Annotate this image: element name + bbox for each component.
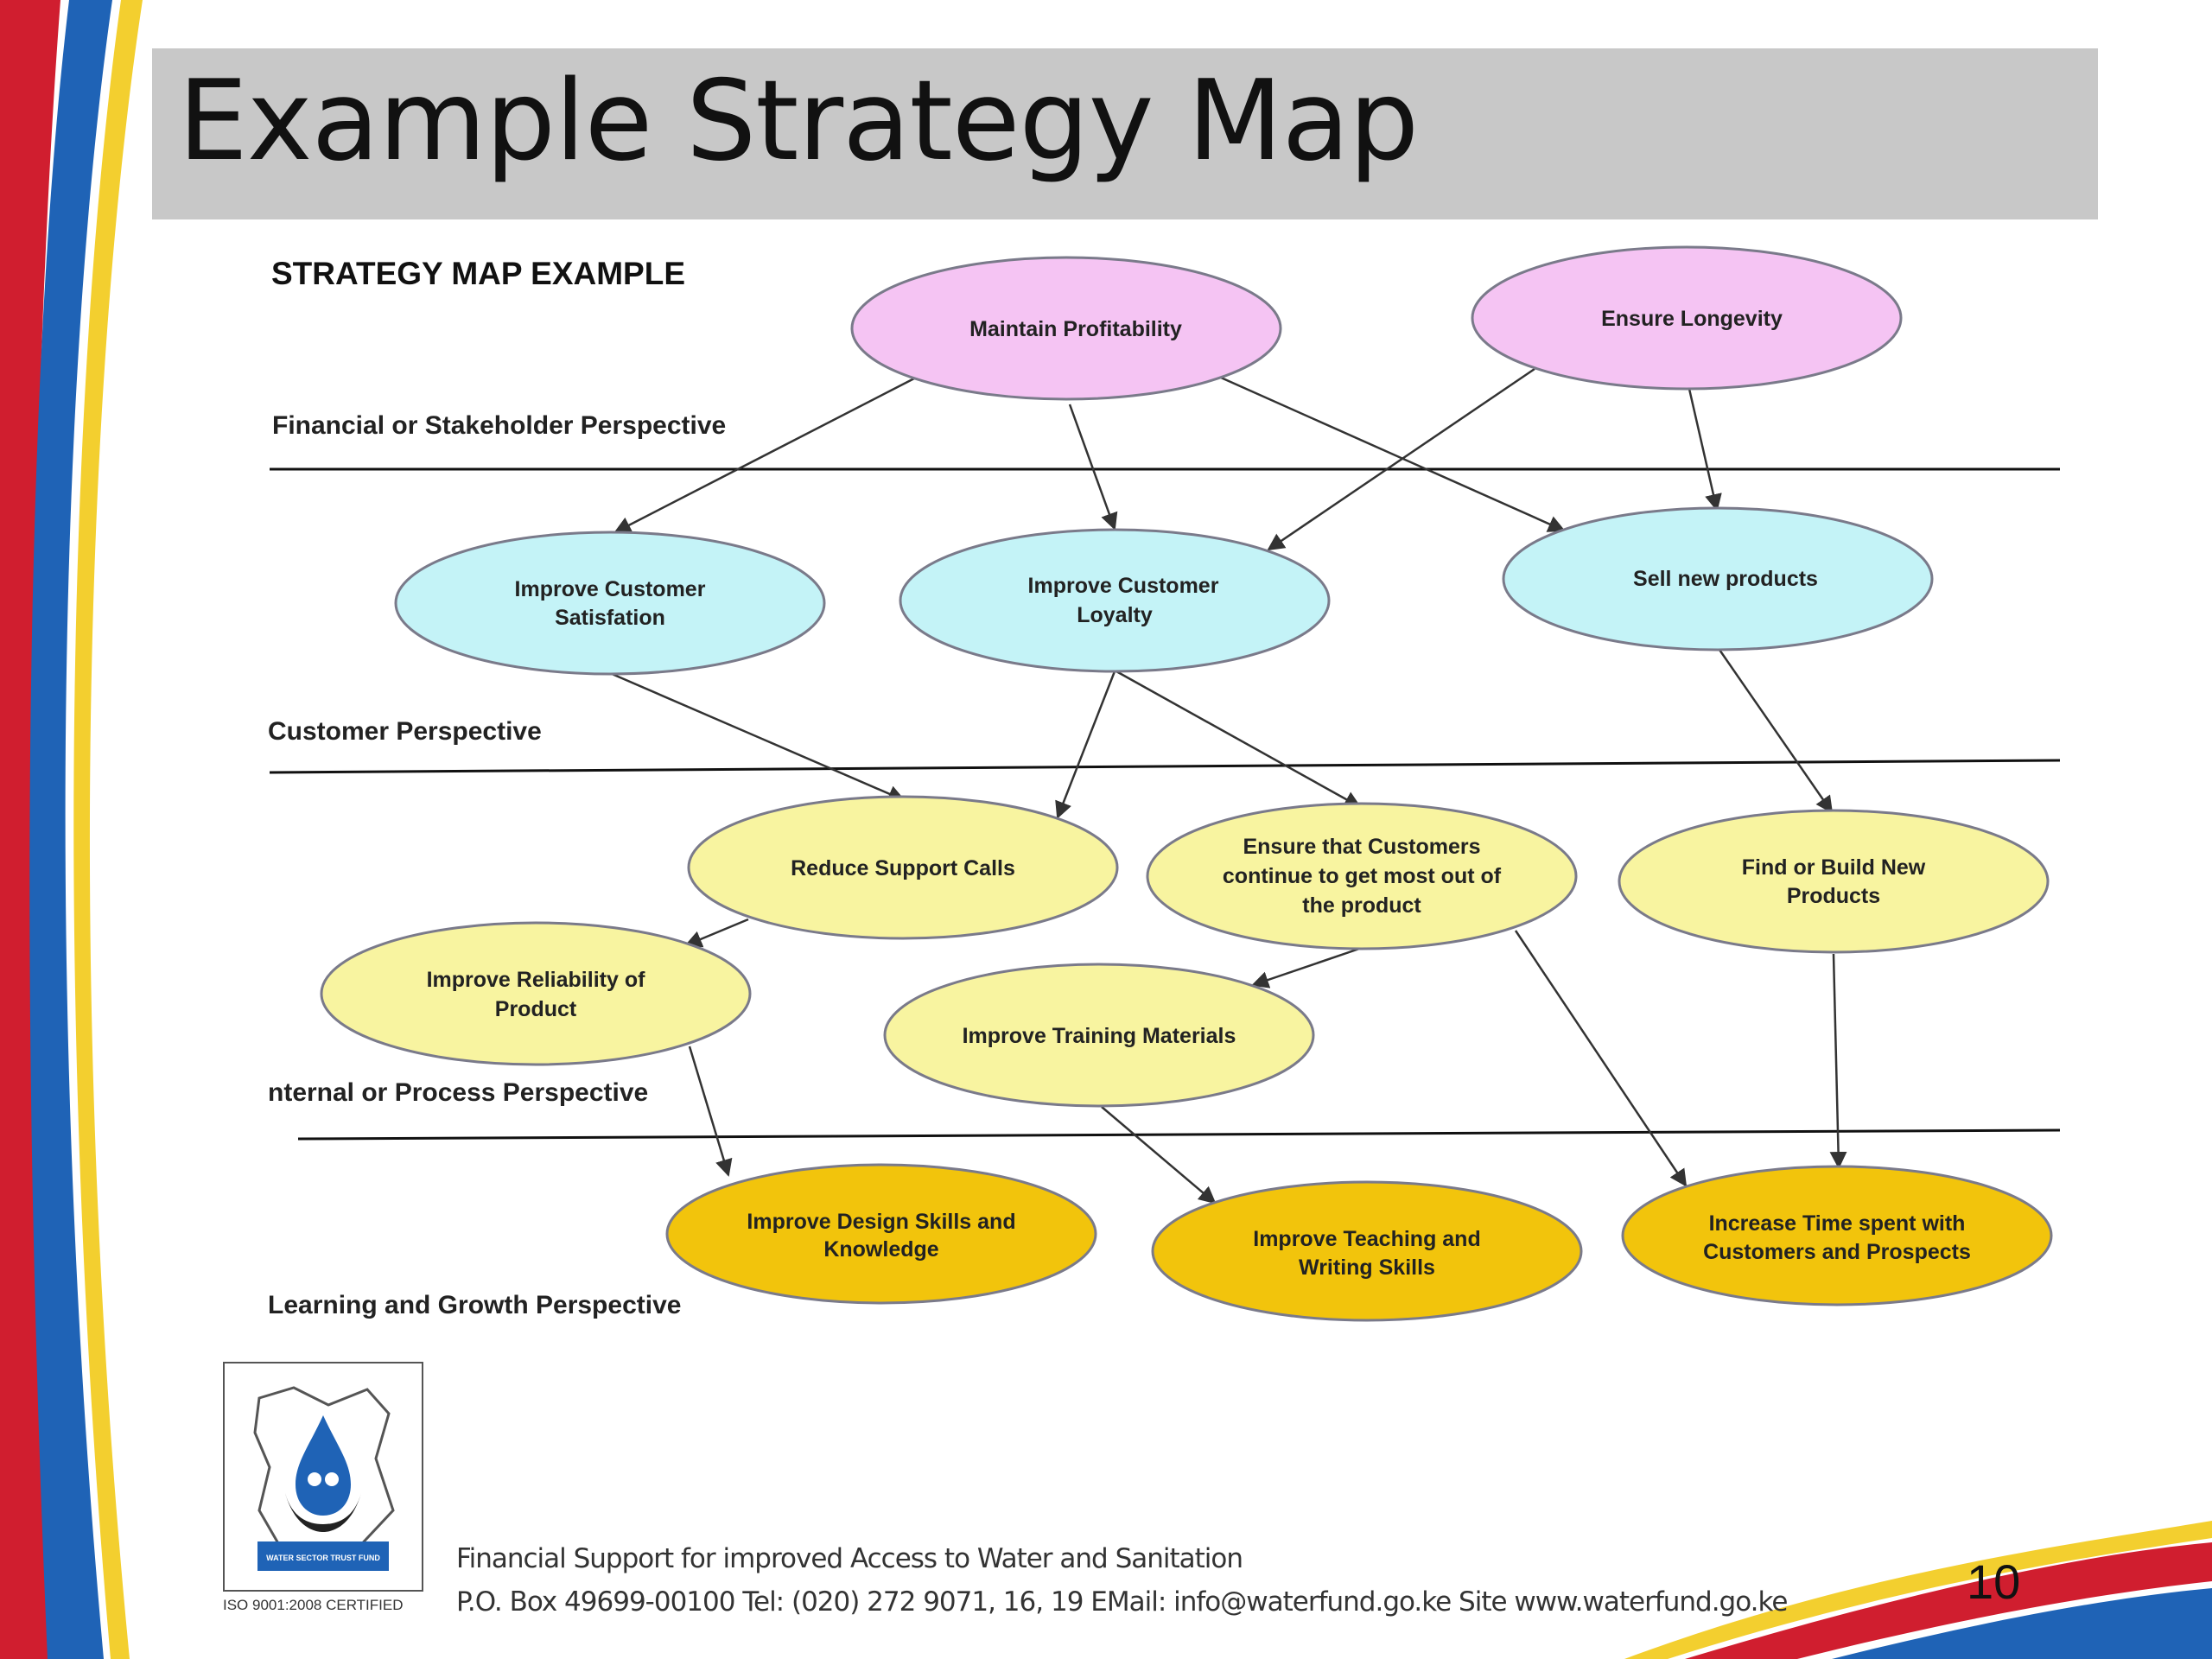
arrow-reduce-to-reliability [684,918,749,948]
node-reduce-support-calls: Reduce Support Calls [687,795,1119,940]
perspective-financial: Financial or Stakeholder Perspective [272,411,727,440]
node-label: Improve Training Materials [963,1024,1236,1048]
node-improve-reliability: Improve Reliability of Product [320,921,752,1066]
iso-certification-label: ISO 9001:2008 CERTIFIED [223,1597,404,1613]
organization-logo: WATER SECTOR TRUST FUND [223,1362,423,1592]
hands-icon [285,1493,361,1532]
perspective-process: nternal or Process Perspective [268,1078,649,1107]
left-blue-stripe [29,0,112,1659]
node-label: Sell new products [1633,567,1818,591]
node-label: the product [1302,893,1421,918]
connectors [609,367,1847,1205]
node-label: Ensure Longevity [1601,307,1783,331]
arrow-ensure-to-increase [1514,930,1688,1187]
arrow-reliability-to-design [688,1046,733,1177]
arrow-longevity-to-sell [1688,388,1722,512]
footer-contact: P.O. Box 49699-00100 Tel: (020) 272 9071… [456,1586,1788,1618]
arrow-satisfaction-to-reduce [609,671,906,803]
node-maintain-profitability: Maintain Profitability [850,256,1282,401]
node-label: Ensure that Customers [1243,835,1480,859]
node-label: Customers and Prospects [1703,1240,1971,1264]
node-improve-customer-satisfaction: Improve Customer Satisfation [394,531,826,676]
separator-process-learning [297,1128,2061,1141]
node-label: Satisfation [555,606,665,630]
perspective-learning: Learning and Growth Perspective [268,1291,682,1319]
arrow-profit-to-satisfaction [613,376,917,534]
node-label: Find or Build New [1742,855,1926,880]
node-improve-training-materials: Improve Training Materials [883,963,1315,1108]
bottom-yellow-stripe [1624,1521,2212,1659]
node-improve-teaching-skills: Improve Teaching and Writing Skills [1151,1180,1583,1322]
node-label: Improve Customer [1028,574,1219,598]
node-increase-time-spent: Increase Time spent with Customers and P… [1621,1165,2053,1306]
node-label: Increase Time spent with [1709,1211,1966,1236]
node-label: Reduce Support Calls [791,856,1015,880]
left-yellow-stripe [73,0,143,1659]
node-label: Improve Design Skills and [747,1210,1015,1234]
bottom-blue-stripe [1832,1588,2212,1659]
arrow-find-to-increase [1829,953,1847,1169]
arrow-training-to-teaching [1101,1106,1217,1205]
map-heading: STRATEGY MAP EXAMPLE [271,256,686,291]
bottom-red-stripe [1685,1542,2212,1659]
logo-graphic: WATER SECTOR TRUST FUND [253,1386,395,1571]
node-improve-design-skills: Improve Design Skills and Knowledge [665,1163,1097,1305]
node-label: Improve Reliability of [427,968,646,992]
node-label: Maintain Profitability [969,317,1182,341]
node-label: continue to get most out of [1223,864,1502,888]
arrow-ensure-to-training [1251,946,1363,988]
logo-banner-text: WATER SECTOR TRUST FUND [266,1554,380,1562]
water-drop-icon [296,1415,351,1516]
logo-banner [257,1541,389,1571]
node-label: Product [495,997,577,1021]
slide-title: Example Strategy Map [178,57,1419,186]
node-label: Improve Teaching and [1253,1227,1480,1251]
node-label: Knowledge [823,1237,938,1262]
footer-tagline: Financial Support for improved Access to… [456,1543,1243,1574]
node-label: Improve Customer [515,577,706,601]
title-bar: Example Strategy Map [152,48,2098,219]
node-label: Products [1787,884,1880,908]
node-ensure-customers: Ensure that Customers continue to get mo… [1146,802,1578,950]
node-label: Loyalty [1077,603,1153,627]
separator-customer-process [269,759,2061,774]
node-find-build-new-products: Find or Build New Products [1618,809,2050,954]
arrow-loyalty-to-ensure [1116,670,1362,809]
perspective-customer: Customer Perspective [268,717,542,746]
page-number: 10 [1967,1554,2021,1609]
arrow-longevity-to-loyalty [1267,367,1535,551]
node-sell-new-products: Sell new products [1502,506,1934,652]
arrow-profit-to-sell [1220,376,1566,532]
arrow-profit-to-loyalty [1068,404,1118,531]
node-improve-customer-loyalty: Improve Customer Loyalty [899,528,1331,673]
arrow-loyalty-to-reduce [1055,671,1116,819]
node-ensure-longevity: Ensure Longevity [1471,245,1903,391]
arrow-sell-to-find [1718,649,1834,814]
node-label: Writing Skills [1299,1255,1435,1280]
